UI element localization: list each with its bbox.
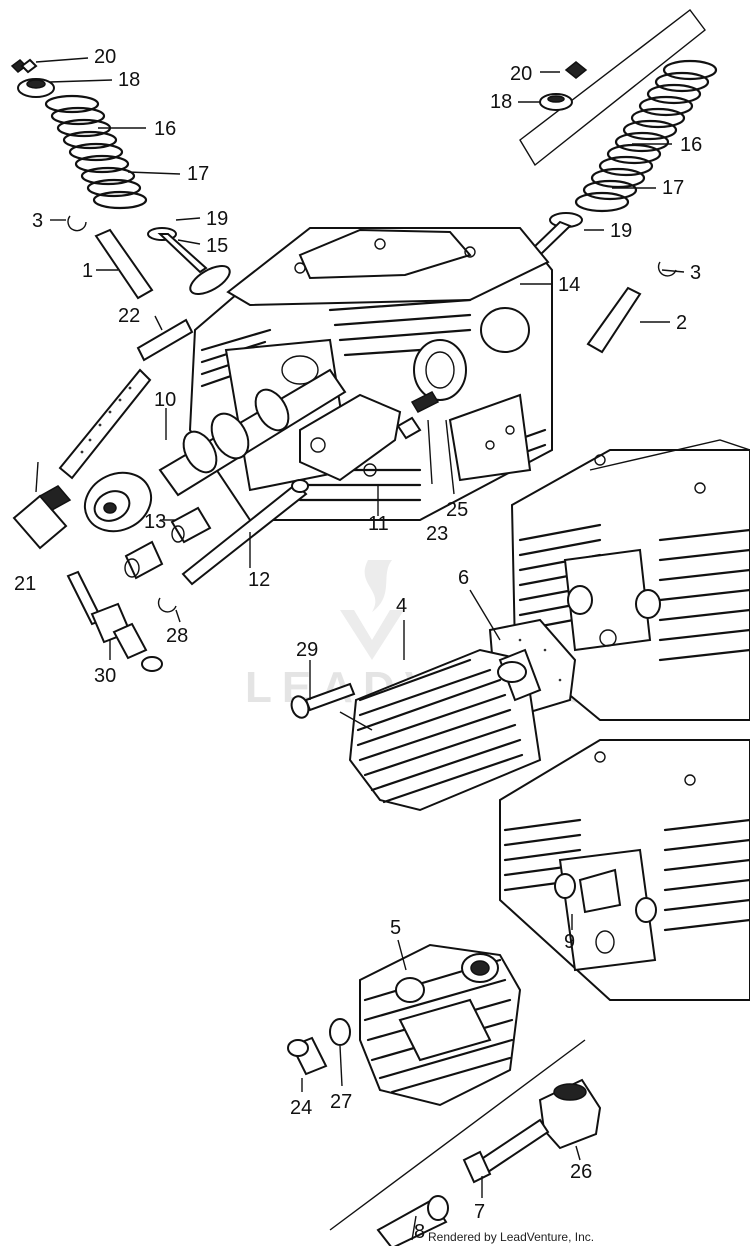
callout-16-right: 16 bbox=[680, 134, 702, 156]
callout-labels: 20 18 16 17 3 19 15 1 22 10 13 21 12 11 … bbox=[14, 46, 702, 1243]
drive-bushing-8 bbox=[376, 1195, 449, 1246]
spark-plug bbox=[66, 570, 163, 672]
valve-left bbox=[157, 233, 208, 274]
callout-13-left: 13 bbox=[144, 511, 166, 533]
callout-4: 4 bbox=[396, 595, 407, 617]
washer-27 bbox=[329, 1018, 351, 1046]
valve-guide-left bbox=[94, 228, 154, 300]
callout-7: 7 bbox=[474, 1201, 485, 1223]
callout-21-left: 21 bbox=[14, 573, 36, 595]
bushings bbox=[124, 506, 212, 580]
callout-18-left: 18 bbox=[118, 69, 140, 91]
drive-gear-7 bbox=[462, 1118, 550, 1184]
callout-19-right: 19 bbox=[610, 220, 632, 242]
callout-30-left: 30 bbox=[94, 665, 116, 687]
callout-28-left: 28 bbox=[166, 625, 188, 647]
callout-3-left: 3 bbox=[32, 210, 43, 232]
valve-spring-outer-left bbox=[44, 94, 148, 210]
bolt-29 bbox=[290, 682, 356, 719]
callout-5: 5 bbox=[390, 917, 401, 939]
cover-5 bbox=[359, 943, 522, 1107]
callout-17-left: 17 bbox=[187, 163, 209, 185]
left-valve-stack bbox=[10, 58, 231, 362]
assembly-axis-line bbox=[329, 1039, 586, 1231]
callout-23-left: 23 bbox=[426, 523, 448, 545]
valve-spring-right bbox=[574, 59, 718, 213]
callout-6: 6 bbox=[458, 567, 469, 589]
valve-collet-right bbox=[564, 61, 588, 79]
valve-guide-right bbox=[586, 286, 642, 354]
callout-2-right: 2 bbox=[676, 312, 687, 334]
gasket-22 bbox=[136, 318, 194, 362]
circlip-28 bbox=[157, 597, 177, 613]
callout-15-left: 15 bbox=[206, 235, 228, 257]
callout-19-left: 19 bbox=[206, 208, 228, 230]
engine-case-lower bbox=[499, 739, 750, 1001]
plug-24 bbox=[287, 1036, 328, 1076]
callout-20-left: 20 bbox=[94, 46, 116, 68]
rocker-arm bbox=[299, 391, 440, 482]
callout-18-right: 18 bbox=[490, 91, 512, 113]
callout-24: 24 bbox=[290, 1097, 312, 1119]
leader-lines bbox=[35, 57, 685, 1241]
callout-8: 8 bbox=[414, 1221, 425, 1243]
drive-housing-26 bbox=[538, 1078, 602, 1150]
cable-assembly bbox=[12, 368, 152, 550]
callout-1-left: 1 bbox=[82, 260, 93, 282]
camshaft bbox=[83, 368, 347, 533]
adjuster-screw bbox=[410, 391, 440, 413]
callout-27: 27 bbox=[330, 1091, 352, 1113]
callout-17-right: 17 bbox=[662, 177, 684, 199]
callout-3-right: 3 bbox=[690, 262, 701, 284]
callout-26: 26 bbox=[570, 1161, 592, 1183]
callout-29: 29 bbox=[296, 639, 318, 661]
credit-text: Rendered by LeadVenture, Inc. bbox=[428, 1230, 594, 1244]
callout-12-left: 12 bbox=[248, 569, 270, 591]
rocker-shaft bbox=[181, 482, 308, 586]
shaft-9 bbox=[578, 868, 622, 914]
callout-22-left: 22 bbox=[118, 305, 140, 327]
callout-16-left: 16 bbox=[154, 118, 176, 140]
callout-11-left: 11 bbox=[368, 513, 389, 535]
engine-case-upper bbox=[510, 439, 750, 721]
callout-25-left: 25 bbox=[446, 499, 468, 521]
callout-9: 9 bbox=[564, 931, 575, 953]
callout-20-right: 20 bbox=[510, 63, 532, 85]
callout-10-left: 10 bbox=[154, 389, 176, 411]
head-cover-4 bbox=[348, 618, 577, 812]
callout-14-right: 14 bbox=[558, 274, 580, 296]
